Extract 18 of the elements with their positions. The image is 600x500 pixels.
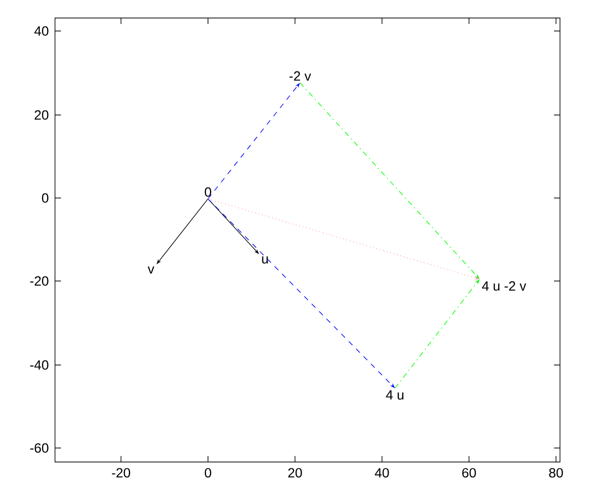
- tick-label: -20: [112, 468, 130, 478]
- tick-label: 0: [42, 193, 48, 203]
- tick-label: 40: [374, 468, 389, 478]
- point-label: v: [148, 266, 154, 274]
- tick-label: 40: [34, 26, 48, 36]
- tick-label: 0: [204, 468, 212, 478]
- tick-label: -20: [30, 276, 48, 286]
- point-label: 0: [204, 187, 212, 197]
- tick-label: -40: [30, 360, 48, 370]
- point-label: 4 u: [386, 390, 404, 400]
- point-label: 4 u -2 v: [482, 281, 526, 291]
- tick-label: 80: [549, 468, 563, 478]
- tick-label: 20: [288, 468, 302, 478]
- tick-label: -60: [30, 443, 48, 453]
- tick-label: 20: [34, 110, 48, 120]
- tick-label: 60: [462, 468, 476, 478]
- point-label: -2 v: [289, 71, 312, 81]
- point-label: u: [262, 256, 268, 264]
